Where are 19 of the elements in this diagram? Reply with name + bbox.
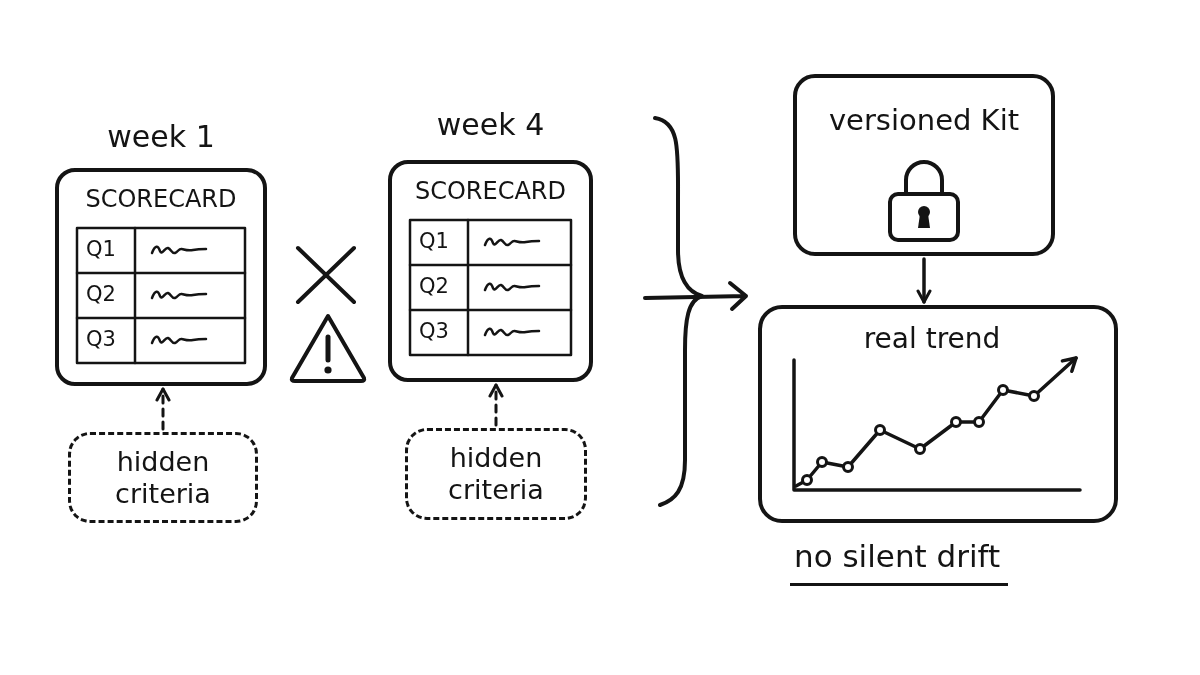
question-label: Q1 (419, 229, 449, 255)
underlined-tagline: no silent drift (790, 539, 1009, 586)
question-label: Q2 (419, 274, 449, 300)
arrow (916, 257, 932, 304)
card-title: real trend (863, 323, 1001, 356)
card-title: versioned Kit (828, 104, 1020, 138)
question-label: Q1 (86, 237, 116, 263)
card-title: SCORECARD (414, 178, 567, 206)
dashed-note-box: hidden criteria (405, 428, 587, 520)
week-heading: week 1 (107, 120, 215, 155)
dashed-note-box: hidden criteria (68, 432, 258, 523)
dashed-arrow (488, 383, 504, 427)
dashed-arrow (155, 387, 171, 431)
week-heading: week 4 (436, 108, 545, 143)
kit-card (793, 74, 1055, 256)
question-label: Q2 (86, 282, 116, 308)
question-label: Q3 (419, 319, 449, 345)
card-title: SCORECARD (85, 186, 237, 214)
question-label: Q3 (86, 327, 116, 353)
